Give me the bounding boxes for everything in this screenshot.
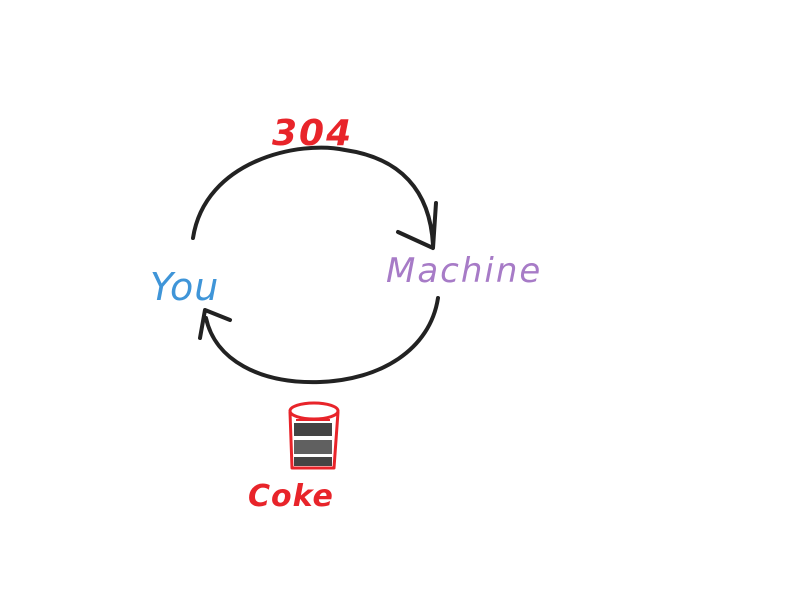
arrow-bottom-arc (204, 296, 440, 385)
label-machine: Machine (386, 251, 542, 291)
label-top-amount: 304 (272, 113, 353, 154)
drink-can-icon (288, 401, 340, 470)
arrowhead-top (396, 201, 438, 250)
arrowhead-bottom (198, 308, 232, 340)
label-coke: Coke (248, 479, 334, 514)
arrow-top-arc (191, 145, 435, 247)
label-you: You (150, 265, 219, 309)
